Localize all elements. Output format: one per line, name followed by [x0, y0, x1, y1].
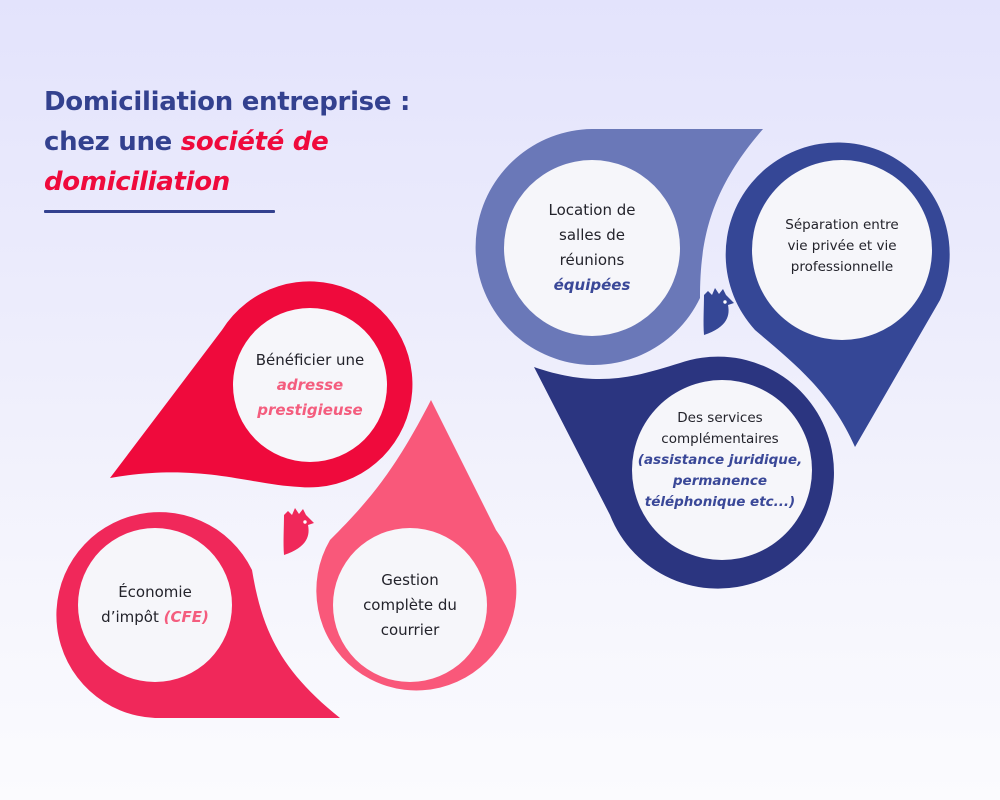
benefit-line-2: complémentaires: [661, 430, 779, 447]
title-line-3-accent: domiciliation: [44, 167, 230, 197]
benefit-line-3: professionnelle: [790, 258, 894, 275]
benefit-line-3: courrier: [380, 620, 440, 639]
benefit-line-2: complète du: [363, 595, 457, 614]
benefit-line-1: Bénéficier une: [255, 350, 365, 369]
teardrop-left-top: [110, 281, 413, 488]
teardrop-right-top-left: [475, 129, 763, 365]
page-title: Domiciliation entreprise : chez une soci…: [44, 82, 444, 202]
benefit-line-2-prefix: d’impôt: [101, 608, 164, 626]
benefit-line-3: réunions: [559, 251, 625, 269]
benefit-private-separation: Séparation entre vie privée et vie profe…: [757, 210, 927, 282]
benefit-additional-services: Des services complémentaires (assistance…: [622, 405, 818, 515]
title-line-2-accent: société de: [180, 127, 329, 157]
benefit-emphasis-2: permanence: [672, 472, 768, 489]
title-line-2-prefix: chez une: [44, 127, 181, 157]
benefit-emphasis: (CFE): [163, 608, 209, 626]
benefit-line-2: salles de: [559, 226, 625, 244]
benefit-meeting-rooms: Location de salles de réunions équipées: [512, 195, 672, 301]
benefit-emphasis-1: (assistance juridique,: [637, 451, 803, 468]
teardrop-right-top-right: [725, 142, 950, 448]
title-underline: [44, 210, 275, 213]
title-block: Domiciliation entreprise : chez une soci…: [44, 82, 444, 202]
benefit-line-1: Gestion: [381, 570, 439, 589]
rooster-icon: [703, 288, 734, 335]
title-line-1: Domiciliation entreprise :: [44, 87, 411, 117]
teardrop-left-bottom-left: [56, 512, 340, 718]
benefit-mail-management: Gestion complète du courrier: [333, 565, 487, 645]
benefit-prestigious-address: Bénéficier une adresse prestigieuse: [233, 335, 387, 435]
benefit-emphasis-1: adresse: [276, 375, 344, 394]
benefit-tax-savings: Économie d’impôt (CFE): [78, 565, 232, 645]
benefit-emphasis-3: téléphonique etc...): [644, 493, 796, 510]
benefit-line-1: Des services: [677, 409, 763, 426]
teardrop-right-bottom: [534, 356, 834, 589]
benefit-emphasis: équipées: [553, 276, 631, 294]
benefit-line-1: Séparation entre: [785, 216, 899, 233]
teardrop-left-bottom-right: [316, 400, 517, 691]
benefit-line-1: Économie: [118, 583, 192, 601]
benefit-emphasis-2: prestigieuse: [257, 400, 363, 419]
rooster-icon: [283, 508, 314, 555]
benefit-line-1: Location de: [548, 201, 636, 219]
benefit-line-2: vie privée et vie: [787, 237, 897, 254]
